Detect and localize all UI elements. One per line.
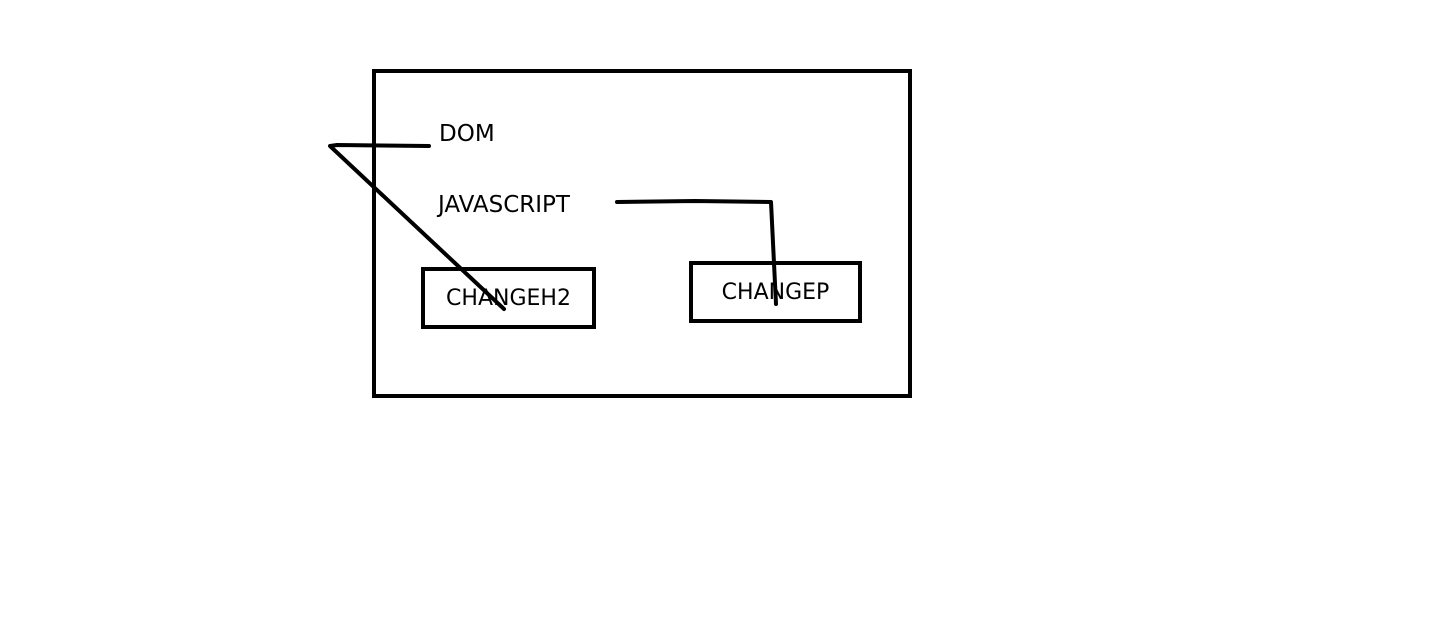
dom-label: DOM	[439, 121, 495, 147]
change-h2-button[interactable]: CHANGEH2	[421, 267, 596, 329]
outer-frame	[372, 69, 912, 398]
change-p-button[interactable]: CHANGEP	[689, 261, 862, 323]
javascript-label: JAVASCRIPT	[438, 192, 570, 218]
